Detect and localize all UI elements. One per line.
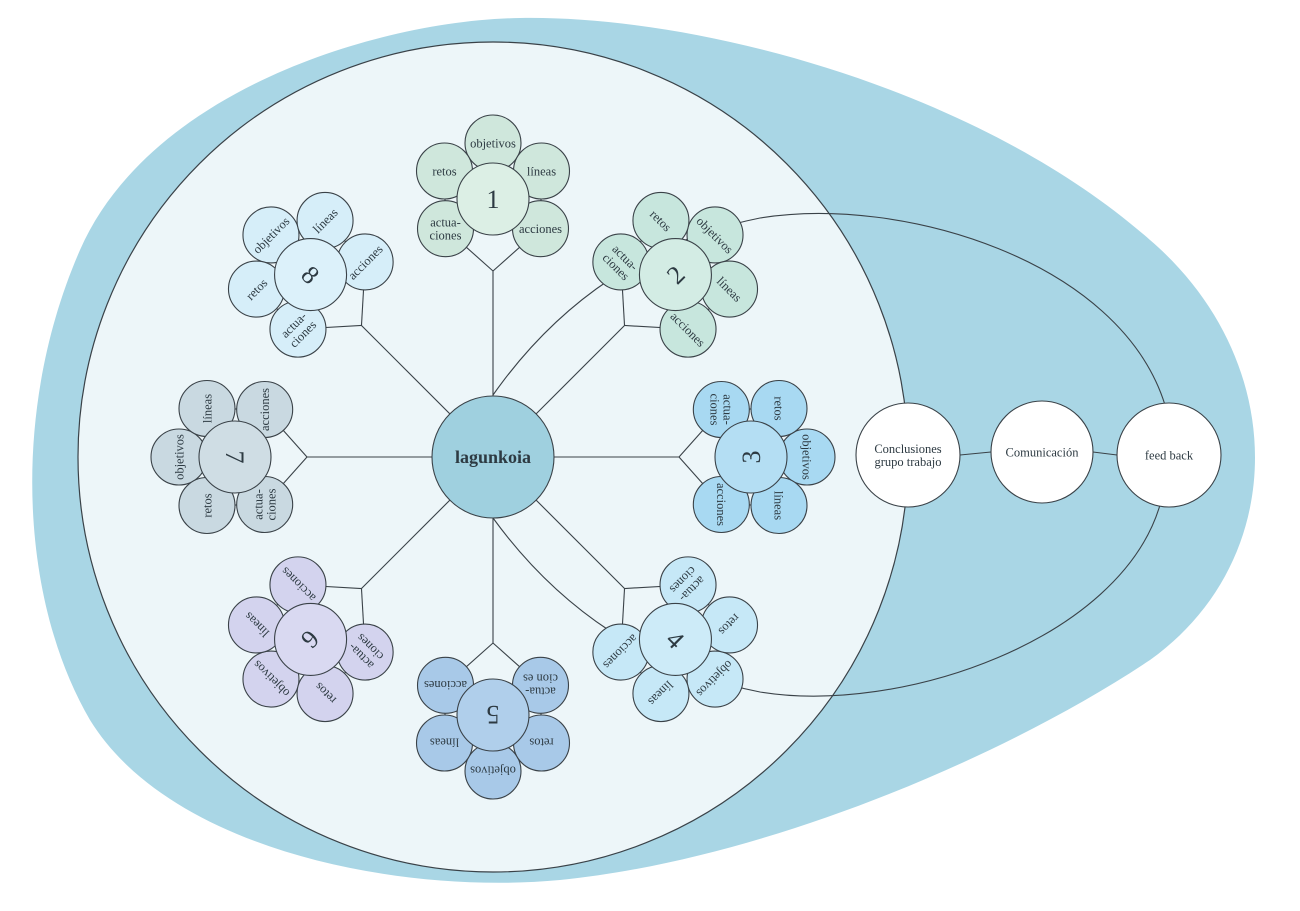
label-actuaciones-line: actua- bbox=[430, 216, 461, 230]
label-acciones-line: acciones bbox=[714, 483, 728, 526]
label-actuaciones: actua-cion es bbox=[523, 671, 558, 698]
output-label-line: grupo trabajo bbox=[875, 455, 942, 469]
label-objetivos: objetivos bbox=[470, 137, 516, 151]
label-retos: retos bbox=[432, 165, 456, 179]
label-objetivos: objetivos bbox=[800, 434, 814, 480]
output-link bbox=[1092, 451, 1118, 456]
output-link bbox=[959, 451, 992, 456]
cluster-3: objetivos líneas acciones actua-ciones retos… bbox=[692, 379, 836, 535]
cluster-number: 5 bbox=[487, 700, 500, 729]
label-lineas: líneas bbox=[430, 736, 459, 750]
feedback-arc-top bbox=[492, 212, 1166, 406]
cluster-number: 1 bbox=[487, 185, 500, 214]
label-actuaciones-line: actua- bbox=[252, 489, 266, 520]
cluster-number: 7 bbox=[220, 451, 249, 464]
output-node-3 bbox=[1116, 402, 1222, 508]
output-node-1 bbox=[855, 402, 961, 508]
label-retos-line: retos bbox=[772, 396, 786, 420]
label-lineas: líneas bbox=[772, 491, 786, 520]
cluster-number-circle bbox=[274, 602, 348, 676]
label-objetivos: objetivos bbox=[173, 434, 187, 480]
cluster-number-circle bbox=[714, 420, 788, 494]
feedback-arc-bottom bbox=[492, 504, 1161, 697]
label-objetivos-line: objetivos bbox=[470, 137, 516, 151]
label-retos: retos bbox=[529, 736, 553, 750]
output-label-line: Conclusiones bbox=[874, 442, 941, 456]
cluster-number-circle bbox=[638, 238, 712, 312]
label-actuaciones-line: ciones bbox=[265, 488, 279, 520]
label-objetivos-line: objetivos bbox=[800, 434, 814, 480]
cluster-number-circle bbox=[638, 602, 712, 676]
label-actuaciones-line: cion es bbox=[523, 671, 558, 685]
cluster-number-circle bbox=[456, 162, 530, 236]
label-objetivos-line: objetivos bbox=[470, 764, 516, 778]
label-acciones-line: acciones bbox=[424, 678, 467, 692]
center-node bbox=[431, 395, 555, 519]
label-retos-line: retos bbox=[529, 736, 553, 750]
label-retos: retos bbox=[201, 493, 215, 517]
label-retos-line: retos bbox=[201, 493, 215, 517]
label-acciones-line: acciones bbox=[258, 388, 272, 431]
cluster-number: 3 bbox=[737, 451, 766, 464]
label-acciones: acciones bbox=[714, 483, 728, 526]
cluster-1: objetivos líneas acciones actua-ciones retos… bbox=[415, 114, 571, 258]
cluster-nodes: objetivos líneas acciones actua-ciones retos… bbox=[150, 114, 836, 800]
label-lineas-line: líneas bbox=[201, 394, 215, 423]
label-actuaciones-line: ciones bbox=[707, 394, 721, 426]
output-node-2 bbox=[990, 400, 1094, 504]
label-actuaciones: actua-ciones bbox=[707, 394, 734, 426]
label-lineas-line: líneas bbox=[772, 491, 786, 520]
label-acciones: acciones bbox=[258, 388, 272, 431]
cluster-7: objetivos líneas acciones actua-ciones retos… bbox=[150, 379, 294, 535]
label-objetivos: objetivos bbox=[470, 764, 516, 778]
label-lineas-line: líneas bbox=[430, 736, 459, 750]
label-retos-line: retos bbox=[432, 165, 456, 179]
label-actuaciones-line: actua- bbox=[720, 394, 734, 425]
label-actuaciones: actua-ciones bbox=[252, 488, 279, 520]
label-actuaciones: actua-ciones bbox=[430, 216, 462, 243]
cluster-number-circle bbox=[274, 238, 348, 312]
label-retos: retos bbox=[772, 396, 786, 420]
output-label-line: feed back bbox=[1145, 449, 1194, 463]
label-lineas: líneas bbox=[527, 165, 556, 179]
cluster-number-circle bbox=[456, 678, 530, 752]
label-objetivos-line: objetivos bbox=[173, 434, 187, 480]
label-acciones-line: acciones bbox=[519, 222, 562, 236]
output-label-line: Comunicación bbox=[1006, 446, 1080, 460]
cluster-2: objetivoslíneasaccionesactua-cionesretos… bbox=[592, 191, 759, 358]
cluster-4: objetivoslíneasaccionesactua-cionesretos… bbox=[592, 556, 759, 723]
label-actuaciones-line: ciones bbox=[430, 229, 462, 243]
output-label: Comunicación bbox=[1006, 446, 1080, 460]
label-lineas: líneas bbox=[201, 394, 215, 423]
label-acciones: acciones bbox=[424, 678, 467, 692]
center-label: lagunkoia bbox=[455, 447, 531, 467]
label-actuaciones-line: actua- bbox=[525, 684, 556, 698]
output-label: feed back bbox=[1145, 449, 1194, 463]
cluster-number-circle bbox=[198, 420, 272, 494]
cluster-5: objetivos líneas acciones actua-cion es reto… bbox=[415, 656, 571, 800]
label-acciones: acciones bbox=[519, 222, 562, 236]
label-lineas-line: líneas bbox=[527, 165, 556, 179]
cluster-6: objetivoslíneasaccionesactua-cionesretos… bbox=[227, 556, 394, 723]
